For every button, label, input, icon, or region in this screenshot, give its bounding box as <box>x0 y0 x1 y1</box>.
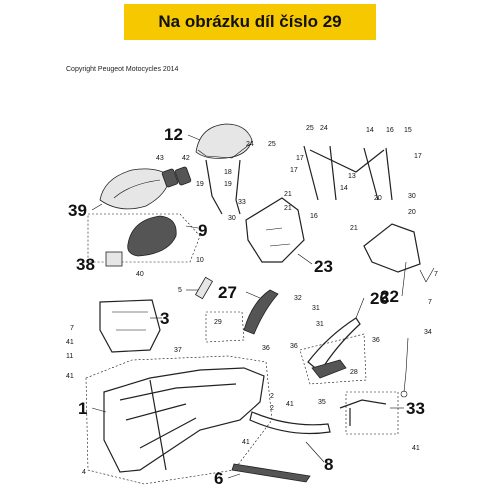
label-41a: 41 <box>66 339 74 346</box>
module-38 <box>105 251 123 267</box>
label-9: 9 <box>198 221 207 240</box>
pad-43 <box>161 168 179 188</box>
rod-34 <box>403 337 409 393</box>
label-17b: 17 <box>290 167 298 174</box>
label-21c: 21 <box>350 225 358 232</box>
label-16a: 16 <box>386 127 394 134</box>
label-18: 18 <box>224 169 232 176</box>
bracket-22-part <box>363 223 421 273</box>
label-3: 3 <box>160 309 169 328</box>
label-23: 23 <box>314 257 333 276</box>
label-41d: 41 <box>412 445 420 452</box>
part-number-banner: Na obrázku díl číslo 29 <box>124 4 376 40</box>
label-22: 22 <box>380 287 399 306</box>
helmet-box-part <box>127 215 177 257</box>
footboard-part <box>249 411 331 435</box>
label-2a: 2 <box>270 393 274 400</box>
label-20a: 20 <box>374 195 382 202</box>
label-7a: 7 <box>434 271 438 278</box>
label-26: 26 <box>370 289 389 308</box>
label-17a: 17 <box>296 155 304 162</box>
label-1: 1 <box>78 399 87 418</box>
label-20b: 20 <box>408 209 416 216</box>
label-25b: 25 <box>306 125 314 132</box>
label-31a: 31 <box>312 305 320 312</box>
label-13: 13 <box>348 173 356 180</box>
label-33-large: 33 <box>406 399 425 418</box>
seat-cover-part <box>99 168 171 210</box>
label-21a: 21 <box>284 191 292 198</box>
label-15: 15 <box>404 127 412 134</box>
front-holder-part <box>99 299 161 353</box>
label-30b: 30 <box>408 193 416 200</box>
label-14a: 14 <box>366 127 374 134</box>
label-17c: 17 <box>414 153 422 160</box>
label-6: 6 <box>214 469 223 488</box>
label-28: 28 <box>350 369 358 376</box>
seat-part <box>195 123 253 159</box>
stand-part <box>339 399 387 426</box>
label-36c: 36 <box>372 337 380 344</box>
part-28 <box>311 359 347 379</box>
label-41c: 41 <box>286 401 294 408</box>
label-42: 42 <box>182 155 190 162</box>
label-39: 39 <box>68 201 87 220</box>
rear-bracket-part <box>245 197 305 263</box>
trim-6-part <box>231 463 311 483</box>
label-43: 43 <box>156 155 164 162</box>
label-7b: 7 <box>428 299 432 306</box>
mudguard-27-part <box>243 289 279 335</box>
label-32: 32 <box>294 295 302 302</box>
label-36b: 36 <box>290 343 298 350</box>
label-27: 27 <box>218 283 237 302</box>
label-24b: 24 <box>320 125 328 132</box>
label-11: 11 <box>66 353 73 360</box>
label-37: 37 <box>174 347 182 354</box>
label-41e: 41 <box>242 439 250 446</box>
label-8: 8 <box>324 455 333 474</box>
label-14b: 14 <box>340 185 348 192</box>
label-10: 10 <box>196 257 204 264</box>
label-40: 40 <box>136 271 144 278</box>
tube-5 <box>194 276 214 300</box>
label-21b: 21 <box>284 205 292 212</box>
label-30a: 30 <box>228 215 236 222</box>
label-36a: 36 <box>262 345 270 352</box>
seat-base <box>197 143 251 159</box>
label-35: 35 <box>318 399 326 406</box>
copyright-text: Copyright Peugeot Motocycles 2014 <box>66 66 179 73</box>
label-19a: 19 <box>196 181 204 188</box>
banner-text: Na obrázku díl číslo 29 <box>158 12 342 31</box>
label-31b: 31 <box>316 321 324 328</box>
label-7c: 7 <box>70 325 74 332</box>
label-25a: 25 <box>268 141 276 148</box>
pad-42 <box>174 166 192 186</box>
label-34: 34 <box>424 329 432 336</box>
label-33a: 33 <box>238 199 246 206</box>
label-4: 4 <box>82 469 86 476</box>
chain-guard-part <box>307 317 361 373</box>
label-12: 12 <box>164 125 183 144</box>
label-2b: 2 <box>270 405 274 412</box>
label-24a: 24 <box>246 141 254 148</box>
label-5: 5 <box>178 287 182 294</box>
label-38: 38 <box>76 255 95 274</box>
label-29: 29 <box>214 319 222 326</box>
main-frame-part <box>103 367 265 473</box>
label-19b: 19 <box>224 181 232 188</box>
label-16b: 16 <box>310 213 318 220</box>
label-41b: 41 <box>66 373 74 380</box>
